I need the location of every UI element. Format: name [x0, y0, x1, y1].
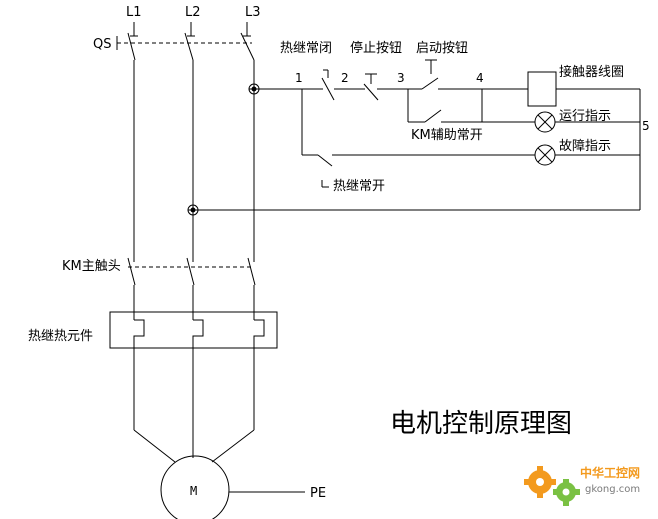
- phase-label-l1: L1: [126, 5, 142, 20]
- thermal-element-label: 热继热元件: [28, 329, 93, 344]
- node-5: 5: [642, 119, 650, 133]
- watermark-url: gkong.com: [585, 484, 640, 495]
- start-button-label: 启动按钮: [416, 41, 468, 56]
- motor-label: M: [190, 484, 197, 498]
- watermark-name: 中华工控网: [580, 465, 640, 480]
- motor-feed-wiring: [133, 348, 305, 493]
- run-lamp-icon: [534, 111, 556, 133]
- node-2: 2: [341, 71, 349, 85]
- phase-label-l3: L3: [245, 5, 261, 20]
- gear-icon-small: [553, 479, 580, 506]
- motor-icon: [160, 455, 230, 519]
- junction-l3: [248, 83, 260, 95]
- thermal-heater-elements: [133, 319, 265, 348]
- fault-indicator-label: 故障指示: [559, 139, 611, 154]
- run-indicator-label: 运行指示: [559, 109, 611, 124]
- phase-label-l2: L2: [185, 5, 201, 20]
- pe-label: PE: [310, 486, 326, 501]
- km-main-contacts: [127, 255, 256, 320]
- km-main-contact-label: KM主触头: [62, 259, 121, 274]
- junction-l2: [187, 204, 199, 216]
- diagram-title: 电机控制原理图: [390, 409, 572, 439]
- qs-label: QS: [93, 37, 111, 52]
- thermal-no-label: 热继常开: [333, 179, 385, 194]
- contactor-coil-label: 接触器线圈: [559, 64, 624, 80]
- thermal-nc-label: 热继常闭: [280, 41, 332, 56]
- stop-button-label: 停止按钮: [350, 40, 402, 56]
- node-1: 1: [295, 71, 303, 85]
- km-aux-no-label: KM辅助常开: [411, 128, 483, 143]
- control-wiring: [198, 59, 641, 211]
- qs-switch: [116, 22, 255, 255]
- node-3: 3: [397, 71, 405, 85]
- fault-lamp-icon: [534, 144, 556, 166]
- node-4: 4: [476, 71, 484, 85]
- contactor-coil-symbol: [527, 71, 557, 107]
- watermark-logo: 中华工控网 gkong.com: [524, 465, 640, 506]
- gear-icon: [524, 466, 556, 498]
